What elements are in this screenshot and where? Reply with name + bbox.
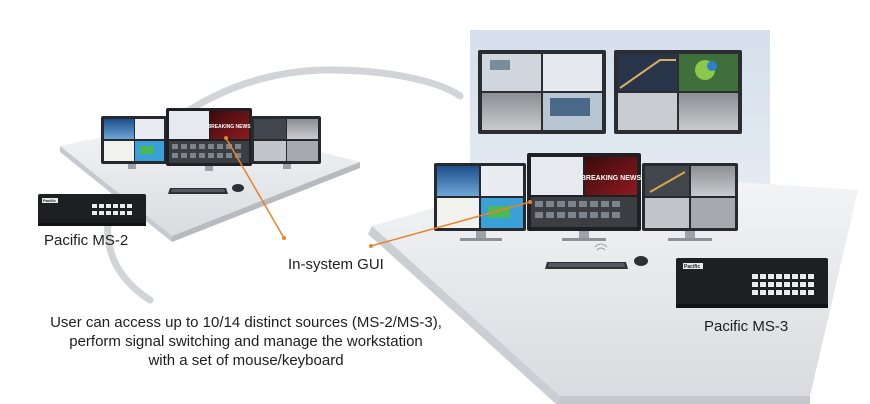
keyboard-ms2: [168, 188, 228, 194]
breaking-news-text-ms2: BREAKING NEWS: [207, 124, 251, 130]
desk-monitor-center-ms3: BREAKING NEWS: [527, 153, 641, 241]
in-system-gui-label: In-system GUI: [288, 256, 384, 273]
description-line: User can access up to 10/14 distinct sou…: [50, 314, 442, 331]
decorative-arc: [104, 66, 464, 304]
description-line: perform signal switching and manage the …: [69, 333, 423, 350]
description-text: User can access up to 10/14 distinct sou…: [20, 313, 472, 370]
desk-monitor-left-ms3: [434, 163, 526, 241]
ms2-device-logo: Pacific: [43, 198, 57, 203]
ms2-label: Pacific MS-2: [44, 232, 129, 249]
keyboard-ms3: [545, 262, 628, 269]
desk-monitor-right-ms3: [642, 163, 738, 241]
ms3-device-logo: Pacific: [684, 264, 700, 270]
desk-monitor-right-ms2: [251, 116, 321, 169]
wireless-icon: [594, 243, 608, 251]
pacific-ms2-device: Pacific: [38, 194, 146, 226]
wall-monitor-left: [478, 50, 606, 134]
desk-monitor-center-ms2: BREAKING NEWS: [166, 108, 252, 171]
ms3-label: Pacific MS-3: [704, 318, 789, 335]
breaking-news-text-ms3: BREAKING NEWS: [581, 175, 642, 182]
wall-monitor-right: [614, 50, 742, 134]
mouse-ms3: [634, 256, 648, 266]
pacific-ms3-device: Pacific: [676, 258, 828, 308]
desk-monitor-left-ms2: [101, 116, 167, 169]
gui-callout-lines: [224, 136, 532, 248]
mouse-ms2: [232, 184, 244, 192]
description-line: with a set of mouse/keyboard: [148, 352, 344, 369]
